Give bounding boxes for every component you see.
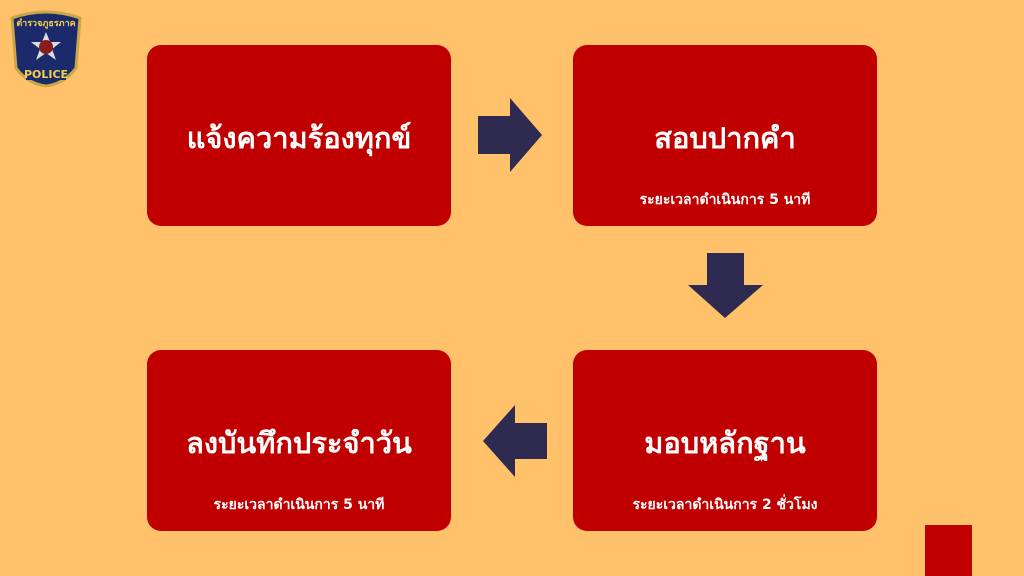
arrow-left-icon	[483, 405, 547, 477]
svg-text:ตำรวจภูธรภาค: ตำรวจภูธรภาค	[16, 18, 75, 29]
step-duration: ระยะเวลาดำเนินการ 2 ชั่วโมง	[632, 497, 818, 513]
step-title: ลงบันทึกประจำวัน	[186, 426, 412, 460]
step-daily-record: ลงบันทึกประจำวัน ระยะเวลาดำเนินการ 5 นาท…	[147, 350, 451, 531]
decorative-red-square	[925, 525, 972, 576]
arrow-down-icon	[688, 253, 763, 318]
step-title: มอบหลักฐาน	[644, 426, 806, 460]
svg-text:POLICE: POLICE	[24, 68, 68, 81]
step-duration: ระยะเวลาดำเนินการ 5 นาที	[639, 192, 811, 208]
step-duration: ระยะเวลาดำเนินการ 5 นาที	[213, 497, 385, 513]
arrow-right-icon	[478, 98, 542, 172]
step-title: แจ้งความร้องทุกข์	[186, 121, 412, 155]
step-submit-evidence: มอบหลักฐาน ระยะเวลาดำเนินการ 2 ชั่วโมง	[573, 350, 877, 531]
step-title: สอบปากคำ	[654, 121, 796, 155]
step-interrogation: สอบปากคำ ระยะเวลาดำเนินการ 5 นาที	[573, 45, 877, 226]
step-report-complaint: แจ้งความร้องทุกข์	[147, 45, 451, 226]
police-badge-logo: ตำรวจภูธรภาค POLICE	[10, 10, 82, 88]
